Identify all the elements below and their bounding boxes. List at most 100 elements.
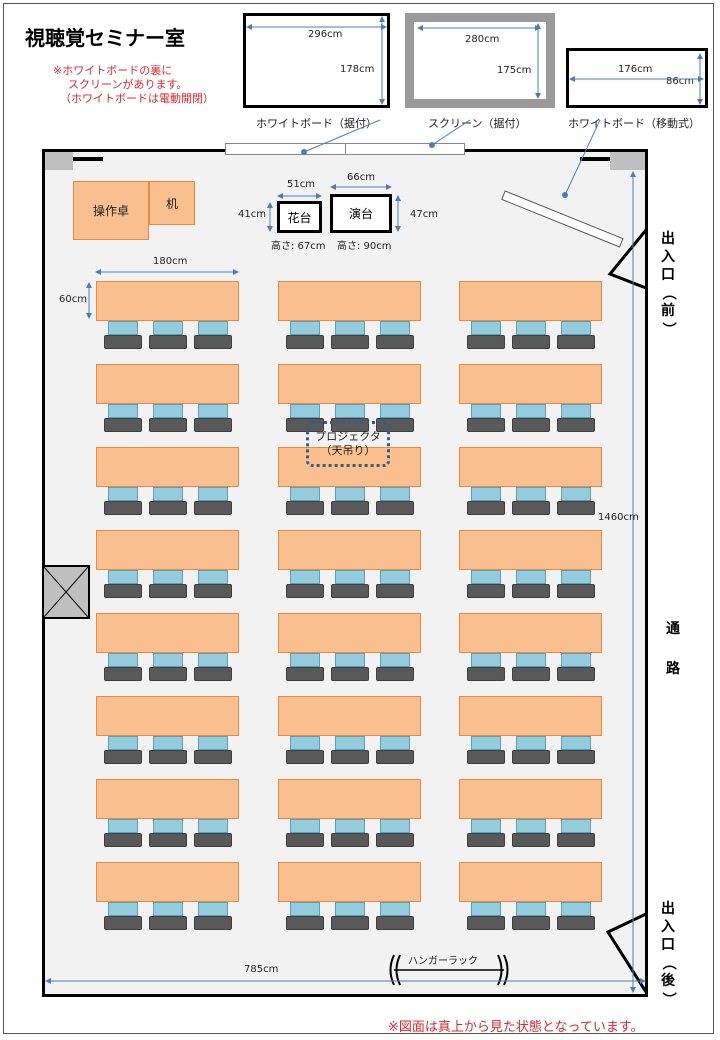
whiteboard-rail-divider: [345, 143, 346, 155]
chair-seat: [149, 750, 187, 764]
chair-seat: [104, 916, 142, 930]
chair-seat: [557, 750, 595, 764]
chair-back: [153, 653, 183, 667]
chair-back: [335, 653, 365, 667]
desk: [278, 696, 421, 736]
desk: [278, 364, 421, 404]
chair-back: [471, 570, 501, 584]
screen-label: スクリーン（据付）: [428, 117, 527, 130]
chair-seat: [104, 750, 142, 764]
control-console: 操作卓: [73, 181, 149, 240]
chair-back: [153, 321, 183, 335]
chair-seat: [376, 916, 414, 930]
chair-seat: [467, 584, 505, 598]
chair-back: [153, 487, 183, 501]
desk: [459, 696, 602, 736]
exit-front-char: 前: [661, 303, 675, 319]
room-depth-label: 1460cm: [598, 512, 639, 523]
exit-back-char: ）: [660, 992, 676, 1006]
hanger-rack-label: ハンガーラック: [408, 956, 478, 967]
chair-seat: [331, 916, 369, 930]
chair-seat: [286, 335, 324, 349]
chair-seat: [104, 335, 142, 349]
whiteboard-fixed-label: ホワイトボード（据付）: [256, 117, 377, 130]
chair-back: [108, 819, 138, 833]
flower-stand-height: 高さ: 67cm: [271, 241, 326, 252]
desk: [459, 779, 602, 819]
chair-back: [198, 653, 228, 667]
room-width-label: 785cm: [244, 964, 279, 975]
exit-back-char: 後: [661, 973, 675, 989]
chair-back: [380, 404, 410, 418]
chair-back: [198, 321, 228, 335]
chair-back: [471, 321, 501, 335]
chair-seat: [104, 501, 142, 515]
flower-stand: 花台: [277, 201, 322, 233]
pillar-cross-icon: [44, 567, 88, 617]
whiteboard-fixed-width: 296cm: [308, 29, 343, 40]
chair-back: [516, 902, 546, 916]
chair-seat: [467, 833, 505, 847]
chair-back: [198, 487, 228, 501]
desk: [96, 281, 239, 321]
screen-width: 280cm: [465, 34, 500, 45]
chair-seat: [194, 667, 232, 681]
chair-seat: [376, 584, 414, 598]
lectern-height: 高さ: 90cm: [337, 241, 392, 252]
chair-back: [108, 736, 138, 750]
chair-seat: [512, 418, 550, 432]
desk: [278, 779, 421, 819]
chair-back: [290, 902, 320, 916]
desk: [96, 696, 239, 736]
whiteboard-fixed-height: 178cm: [340, 64, 375, 75]
chair-back: [290, 653, 320, 667]
chair-seat: [376, 833, 414, 847]
exit-front-char: 口: [661, 267, 675, 283]
desk: [278, 281, 421, 321]
chair-back: [516, 321, 546, 335]
whiteboard-fixed: [243, 13, 390, 108]
chair-seat: [194, 750, 232, 764]
chair-seat: [376, 335, 414, 349]
exit-front-label: 出入口（前）: [660, 230, 676, 338]
desk: [459, 447, 602, 487]
chair-seat: [104, 418, 142, 432]
chair-seat: [512, 916, 550, 930]
chair-back: [108, 321, 138, 335]
note-line-2: スクリーンがあります。: [68, 78, 188, 91]
chair-seat: [331, 833, 369, 847]
lectern-width: 66cm: [347, 172, 375, 183]
chair-back: [290, 819, 320, 833]
desk: [278, 613, 421, 653]
desk: [278, 862, 421, 902]
chair-back: [108, 570, 138, 584]
chair-seat: [557, 584, 595, 598]
note-line-1: ※ホワイトボードの裏に: [53, 64, 173, 77]
chair-seat: [512, 335, 550, 349]
chair-back: [561, 487, 591, 501]
note-line-3: （ホワイトボードは電動開閉）: [60, 92, 214, 105]
chair-seat: [467, 418, 505, 432]
chair-back: [516, 404, 546, 418]
chair-back: [290, 321, 320, 335]
projector-ceiling: プロジェクタ （天吊り）: [306, 421, 390, 467]
desk: [96, 364, 239, 404]
exit-front-char: 入: [661, 249, 675, 265]
chair-back: [153, 902, 183, 916]
chair-seat: [194, 418, 232, 432]
chair-seat: [467, 750, 505, 764]
chair-seat: [286, 833, 324, 847]
lectern: 演台: [330, 194, 392, 233]
wall-bar-left: [73, 157, 103, 161]
desk: [459, 862, 602, 902]
lectern-depth: 47cm: [410, 209, 438, 220]
chair-back: [516, 819, 546, 833]
chair-seat: [557, 667, 595, 681]
chair-back: [471, 902, 501, 916]
chair-back: [290, 570, 320, 584]
chair-seat: [557, 418, 595, 432]
chair-seat: [194, 916, 232, 930]
desk: [459, 530, 602, 570]
flower-stand-depth: 41cm: [238, 209, 266, 220]
chair-back: [380, 902, 410, 916]
